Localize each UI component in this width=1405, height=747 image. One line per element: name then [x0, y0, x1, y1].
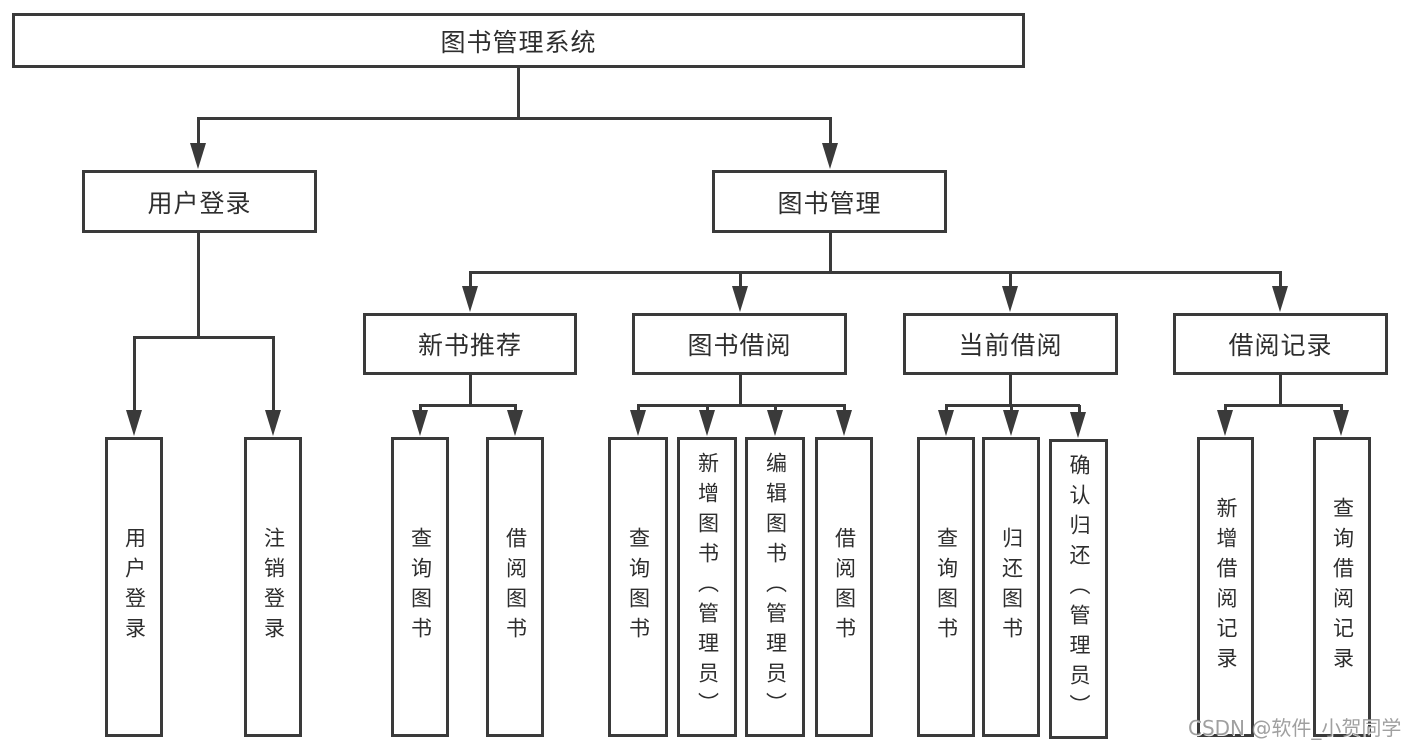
- node-user-login: 用户登录: [82, 170, 317, 233]
- leaf-add-borrow-record: 新增借阅记录: [1197, 437, 1254, 737]
- leaf-user-login: 用户登录: [105, 437, 163, 737]
- connector-arrowhead: [1070, 412, 1086, 438]
- connector-line: [418, 405, 422, 413]
- connector-line: [944, 405, 948, 413]
- connector-line: [1339, 405, 1343, 413]
- leaf-borrow-books-recommend: 借阅图书: [486, 437, 544, 737]
- leaf-label: 查询图书: [934, 527, 959, 647]
- connector-line: [1223, 405, 1227, 413]
- leaf-confirm-return-admin: 确认归还（管理员）: [1049, 439, 1108, 739]
- leaf-label: 查询图书: [408, 527, 433, 647]
- leaf-query-books-recommend: 查询图书: [391, 437, 449, 737]
- node-library-system: 图书管理系统: [12, 13, 1025, 68]
- node-label: 借阅记录: [1228, 331, 1333, 360]
- connector-arrowhead: [265, 410, 281, 436]
- connector-line: [773, 405, 777, 413]
- connector-line: [132, 337, 136, 413]
- connector-line: [271, 337, 275, 413]
- connector-arrowhead: [507, 410, 523, 436]
- connector-line: [513, 405, 517, 413]
- leaf-edit-book-admin: 编辑图书（管理员）: [745, 437, 805, 737]
- connector-line: [132, 335, 275, 339]
- connector-arrowhead: [732, 286, 748, 312]
- connector-line: [842, 405, 846, 413]
- leaf-label: 借阅图书: [832, 527, 857, 647]
- connector-line: [1008, 272, 1012, 289]
- connector-arrowhead: [412, 410, 428, 436]
- connector-arrowhead: [1333, 410, 1349, 436]
- leaf-query-borrow-record: 查询借阅记录: [1313, 437, 1371, 737]
- node-label: 图书管理系统: [440, 27, 597, 57]
- connector-arrowhead: [767, 410, 783, 436]
- connector-arrowhead: [462, 286, 478, 312]
- leaf-query-books-current: 查询图书: [917, 437, 975, 737]
- leaf-add-book-admin: 新增图书（管理员）: [677, 437, 737, 737]
- leaf-borrow-books: 借阅图书: [815, 437, 873, 737]
- connector-arrowhead: [938, 410, 954, 436]
- leaf-label: 用户登录: [122, 527, 147, 647]
- leaf-label: 新增图书（管理员）: [695, 452, 720, 722]
- connector-line: [1009, 405, 1013, 413]
- connector-line: [1008, 375, 1012, 406]
- connector-line: [636, 403, 846, 407]
- node-book-management: 图书管理: [712, 170, 947, 233]
- connector-line: [418, 403, 517, 407]
- leaf-label: 查询借阅记录: [1330, 497, 1355, 677]
- leaf-logout: 注销登录: [244, 437, 302, 737]
- connector-line: [1223, 403, 1343, 407]
- connector-arrowhead: [630, 410, 646, 436]
- node-current-borrow: 当前借阅: [903, 313, 1118, 375]
- connector-arrowhead: [190, 143, 206, 169]
- connector-arrowhead: [1217, 410, 1233, 436]
- connector-line: [738, 272, 742, 289]
- node-borrow-records: 借阅记录: [1173, 313, 1388, 375]
- connector-line: [636, 405, 640, 413]
- connector-arrowhead: [126, 410, 142, 436]
- leaf-query-books-borrow: 查询图书: [608, 437, 668, 737]
- connector-arrowhead: [1002, 286, 1018, 312]
- node-book-borrow: 图书借阅: [632, 313, 847, 375]
- connector-line: [1077, 405, 1081, 413]
- connector-line: [468, 272, 472, 289]
- connector-arrowhead: [1272, 286, 1288, 312]
- connector-arrowhead: [822, 143, 838, 169]
- node-label: 当前借阅: [958, 331, 1063, 360]
- connector-line: [828, 118, 832, 146]
- watermark: CSDN @软件_小贺同学: [1188, 716, 1402, 740]
- connector-line: [196, 116, 832, 120]
- leaf-label: 新增借阅记录: [1214, 497, 1238, 677]
- node-label: 图书管理: [777, 188, 882, 218]
- connector-arrowhead: [836, 410, 852, 436]
- leaf-label: 编辑图书（管理员）: [763, 452, 788, 722]
- connector-line: [738, 375, 742, 406]
- leaf-label: 借阅图书: [503, 527, 528, 647]
- node-label: 用户登录: [147, 188, 252, 218]
- leaf-label: 确认归还（管理员）: [1067, 454, 1091, 724]
- node-label: 新书推荐: [417, 331, 522, 360]
- leaf-label: 查询图书: [626, 527, 651, 647]
- connector-line: [1278, 272, 1282, 289]
- connector-line: [516, 68, 520, 118]
- connector-arrowhead: [699, 410, 715, 436]
- leaf-return-book: 归还图书: [982, 437, 1040, 737]
- connector-line: [468, 270, 1282, 274]
- connector-arrowhead: [1003, 410, 1019, 436]
- connector-line: [196, 118, 200, 146]
- leaf-label: 归还图书: [999, 527, 1024, 647]
- connector-line: [196, 233, 200, 339]
- connector-line: [1278, 375, 1282, 406]
- connector-line: [705, 405, 709, 413]
- connector-line: [468, 375, 472, 406]
- node-label: 图书借阅: [687, 331, 792, 360]
- node-new-book-recommend: 新书推荐: [363, 313, 577, 375]
- leaf-label: 注销登录: [261, 527, 286, 647]
- connector-line: [828, 233, 832, 274]
